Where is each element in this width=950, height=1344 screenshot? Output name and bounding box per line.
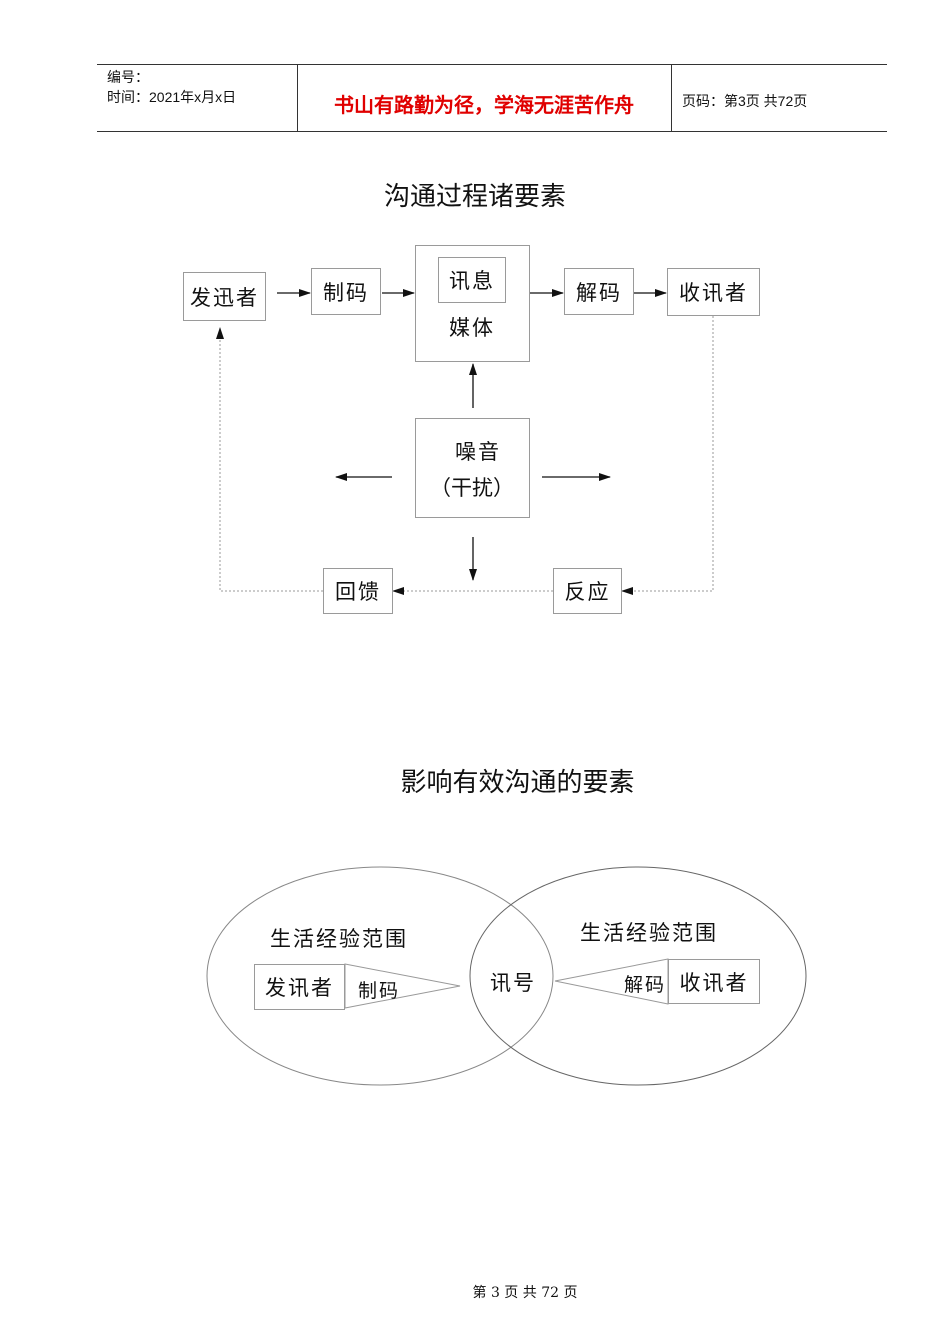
interference-label: （干扰）: [430, 476, 514, 500]
header-divider-2: [671, 64, 672, 131]
document-time-label: 时间：2021年x月x日: [107, 89, 237, 105]
diagram2-shapes: [206, 866, 807, 1086]
receiver-box-2: 收讯者: [668, 959, 760, 1004]
noise-label: 噪音: [455, 440, 501, 464]
encode-box: 制码: [311, 268, 381, 315]
receiver-box: 收讯者: [667, 268, 760, 316]
decode-box: 解码: [564, 268, 634, 315]
sender-box: 发迅者: [183, 272, 266, 321]
header-page-info: 页码：第3页 共72页: [682, 93, 808, 109]
message-box: 讯息: [438, 257, 506, 303]
diagram1-title: 沟通过程诸要素: [383, 182, 566, 212]
receiver-field-label: 生活经验范围: [580, 921, 718, 945]
header-motto: 书山有路勤为径，学海无涯苦作舟: [334, 93, 634, 117]
decode-label-2: 解码: [624, 974, 667, 996]
header-top-rule: [97, 64, 887, 65]
medium-label: 媒体: [449, 316, 495, 340]
feedback-box: 回馈: [323, 568, 393, 614]
document-number-label: 编号：: [107, 69, 149, 85]
sender-experience-ellipse: [206, 866, 554, 1086]
response-box: 反应: [553, 568, 622, 614]
encode-label-2: 制码: [358, 980, 401, 1002]
header-divider-1: [297, 64, 298, 131]
sender-field-label: 生活经验范围: [270, 927, 408, 951]
header-bottom-rule: [97, 131, 887, 132]
sender-box-2: 发讯者: [254, 964, 345, 1010]
diagram2-title: 影响有效沟通的要素: [400, 768, 635, 798]
diagram1-connectors: [216, 289, 714, 595]
signal-label: 讯号: [490, 971, 536, 995]
receiver-experience-ellipse: [469, 866, 807, 1086]
noise-box: [415, 418, 530, 518]
encode-funnel: [344, 963, 461, 1009]
footer-page-number: 第 3 页 共 72 页: [472, 1285, 578, 1301]
